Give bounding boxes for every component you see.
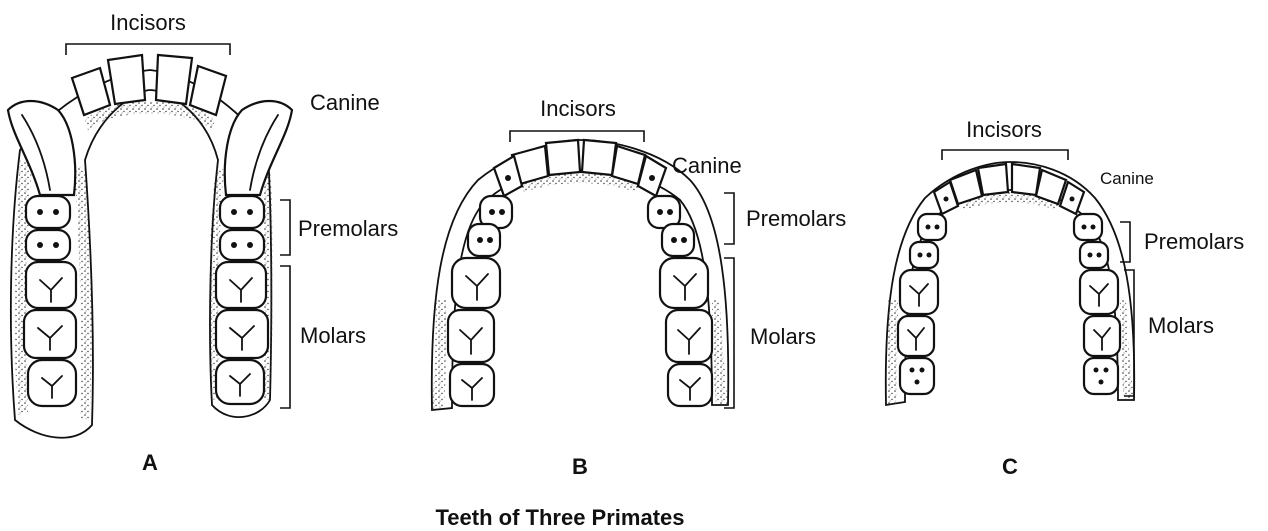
jaw-a-premolar-left-1 bbox=[26, 196, 70, 228]
jaw-a-premolars-label: Premolars bbox=[298, 216, 398, 241]
jaw-a-molars-label: Molars bbox=[300, 323, 366, 348]
jaw-c-molar-right-1 bbox=[1080, 270, 1118, 314]
jaw-b-canine-label: Canine bbox=[672, 153, 742, 178]
jaw-a bbox=[8, 44, 292, 438]
jaw-c-premolar-left-1 bbox=[918, 214, 946, 240]
figure-caption: Teeth of Three Primates bbox=[436, 505, 685, 530]
jaw-c-molar-left-1 bbox=[900, 270, 938, 314]
jaw-a-incisor-2 bbox=[108, 55, 145, 104]
panel-b-letter: B bbox=[572, 454, 588, 479]
jaw-c-molar-left-3 bbox=[900, 358, 934, 394]
jaw-b-incisors-label: Incisors bbox=[540, 96, 616, 121]
jaw-c-molar-right-3 bbox=[1084, 358, 1118, 394]
jaw-b-molar-right-1 bbox=[660, 258, 708, 308]
jaw-a-incisors-bracket bbox=[66, 44, 230, 55]
jaw-a-premolars-bracket bbox=[280, 200, 290, 255]
jaw-c-canine-label: Canine bbox=[1100, 169, 1154, 188]
jaw-b-incisor-2 bbox=[546, 140, 580, 175]
jaw-c-premolars-label: Premolars bbox=[1144, 229, 1244, 254]
jaw-a-molar-left-3 bbox=[28, 360, 76, 406]
jaw-b-molar-left-1 bbox=[452, 258, 500, 308]
panel-c-letter: C bbox=[1002, 454, 1018, 479]
jaw-c-incisor-3 bbox=[1012, 164, 1040, 195]
jaw-b-premolar-left-2 bbox=[468, 224, 500, 256]
jaw-c-incisors-label: Incisors bbox=[966, 117, 1042, 142]
jaw-b-molars-label: Molars bbox=[750, 324, 816, 349]
jaw-a-canine-label: Canine bbox=[310, 90, 380, 115]
jaw-c-premolar-right-1 bbox=[1074, 214, 1102, 240]
jaw-b-incisor-3 bbox=[582, 140, 616, 175]
jaw-c-incisor-2 bbox=[978, 164, 1008, 195]
jaw-a-molar-right-3 bbox=[216, 360, 264, 404]
jaw-b-premolars-label: Premolars bbox=[746, 206, 846, 231]
jaw-a-molars-bracket bbox=[280, 266, 290, 408]
jaw-c-incisors-bracket bbox=[942, 150, 1068, 160]
jaw-b-premolar-right-2 bbox=[662, 224, 694, 256]
jaw-b-premolars-bracket bbox=[724, 193, 734, 244]
jaw-c bbox=[886, 150, 1134, 405]
jaw-c-premolar-right-2 bbox=[1080, 242, 1108, 268]
jaw-c-molars-label: Molars bbox=[1148, 313, 1214, 338]
jaw-a-incisor-3 bbox=[156, 55, 192, 104]
panel-a-letter: A bbox=[142, 450, 158, 475]
jaw-a-premolar-left-2 bbox=[26, 230, 70, 260]
jaw-c-premolar-left-2 bbox=[910, 242, 938, 268]
jaw-a-incisors-label: Incisors bbox=[110, 10, 186, 35]
jaw-a-premolar-right-1 bbox=[220, 196, 264, 228]
jaw-a-premolar-right-2 bbox=[220, 230, 264, 260]
